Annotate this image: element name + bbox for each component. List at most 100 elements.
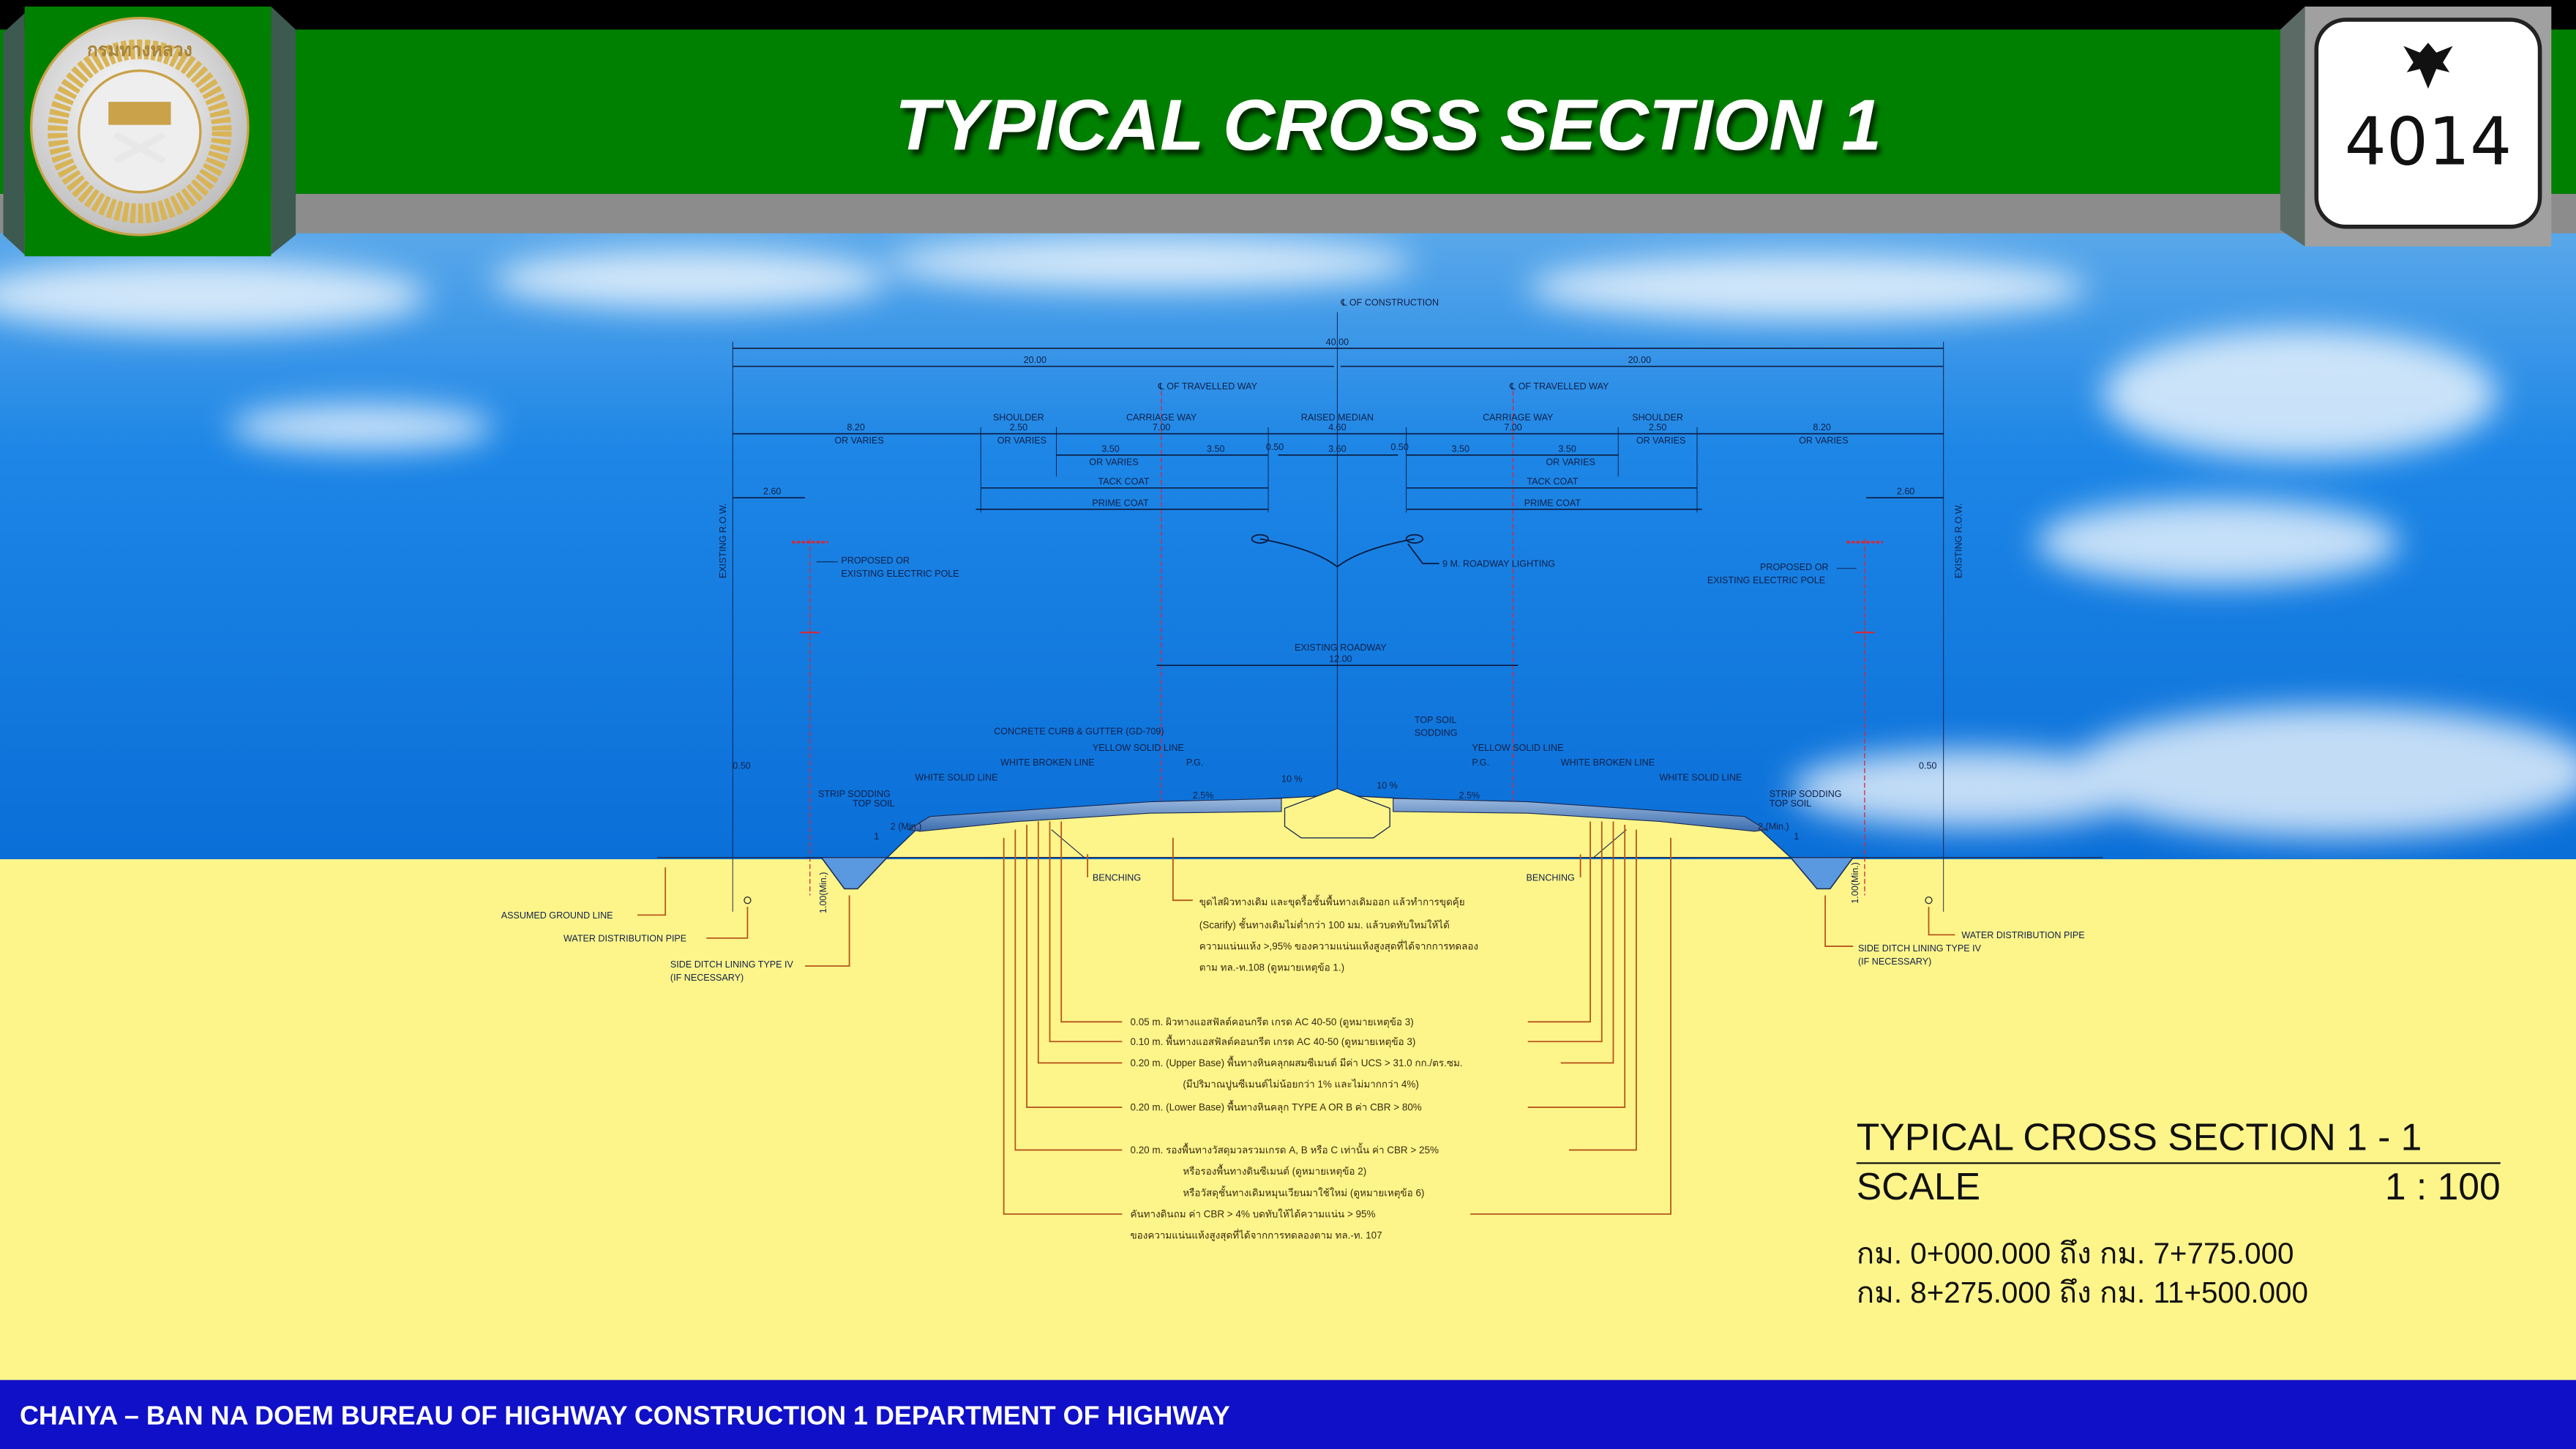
page-title: TYPICAL CROSS SECTION 1	[895, 84, 1882, 165]
dim-row-right: 2.60	[1897, 487, 1914, 497]
cross-section-drawing: ℄ OF CONSTRUCTION 40.00 20.00 20.00 EXIS…	[501, 298, 2103, 1215]
top-soil-label-median: TOP SOIL	[1415, 715, 1457, 725]
layer-note-5: 0.20 m. (Lower Base) พื้นทางหินคลุก TYPE…	[1130, 1100, 1421, 1114]
dim-shoulder-left: 2.50	[1010, 422, 1027, 433]
pavement-right	[1393, 798, 1767, 832]
dim-row-left: 2.60	[763, 487, 781, 497]
white-solid-label-left: WHITE SOLID LINE	[915, 772, 997, 782]
or-varies-5: OR VARIES	[1089, 457, 1138, 467]
label-shoulder-left: SHOULDER	[993, 413, 1044, 423]
electric-pole-label-right-1: PROPOSED OR	[1760, 562, 1829, 572]
km-range-1: กม. 0+000.000 ถึง กม. 7+775.000	[1857, 1236, 2294, 1270]
pavement-left	[907, 798, 1282, 832]
existing-roadway-label: EXISTING ROADWAY	[1295, 643, 1387, 653]
dim-lane-2: 3.50	[1207, 443, 1224, 454]
water-pipe-label-left: WATER DISTRIBUTION PIPE	[564, 933, 686, 943]
scarify-note-1: ขุดไสผิวทางเดิม และขุดรื้อชั้นพื้นทางเดิ…	[1199, 894, 1465, 908]
pg-label-left: P.G.	[1186, 757, 1204, 768]
curb-label: CONCRETE CURB & GUTTER (GD-709)	[994, 726, 1164, 736]
label-raised-median: RAISED MEDIAN	[1301, 413, 1374, 423]
dim-median-inner: 3.60	[1328, 443, 1346, 454]
yellow-line-label-left: YELLOW SOLID LINE	[1093, 743, 1184, 753]
label-shoulder-right: SHOULDER	[1632, 413, 1683, 423]
scarify-note-4: ตาม ทล.-ท.108 (ดูหมายเหตุข้อ 1.)	[1199, 962, 1344, 974]
layer-note-4: (มีปริมาณปูนซีเมนต์ไม่น้อยกว่า 1% และไม่…	[1183, 1079, 1419, 1090]
electric-pole-left	[792, 539, 828, 896]
electric-pole-label-left-1: PROPOSED OR	[841, 555, 910, 566]
or-varies-3: OR VARIES	[1636, 435, 1685, 446]
layer-note-6: 0.20 m. รองพื้นทางวัสดุมวลรวมเกรด A, B ห…	[1130, 1142, 1438, 1156]
logo-text: กรมทางหลวง	[87, 39, 192, 60]
dim-050-right: 0.50	[1919, 761, 1936, 771]
dim-verge-left: 8.20	[847, 422, 864, 433]
pg-label-right: P.G.	[1472, 757, 1489, 768]
layer-note-9: คันทางดินถม ค่า CBR > 4% บดทับให้ได้ความ…	[1130, 1208, 1375, 1219]
side-ditch-label-right-1: SIDE DITCH LINING TYPE IV	[1858, 943, 1982, 954]
side-ditch-label-left-1: SIDE DITCH LINING TYPE IV	[670, 959, 794, 970]
top-black-strip	[0, 0, 2576, 30]
dim-half-right: 20.00	[1628, 355, 1651, 365]
pavement-notes: ขุดไสผิวทางเดิม และขุดรื้อชั้นพื้นทางเดิ…	[1130, 894, 1478, 1242]
dim-half-left: 20.00	[1024, 355, 1046, 365]
electric-pole-label-left-2: EXISTING ELECTRIC POLE	[841, 569, 959, 579]
cl-travelled-right: ℄ OF TRAVELLED WAY	[1509, 381, 1609, 392]
slope-lane-left: 2.5%	[1193, 790, 1214, 801]
side-ditch-label-left-2: (IF NECESSARY)	[670, 973, 744, 983]
white-broken-label-left: WHITE BROKEN LINE	[1000, 757, 1094, 768]
white-broken-label-right: WHITE BROKEN LINE	[1561, 757, 1655, 768]
existing-row-left: EXISTING R.O.W.	[718, 503, 728, 579]
dim-shoulder-right: 2.50	[1649, 422, 1666, 433]
ditch-depth-left: 1.00(Min.)	[818, 872, 828, 914]
dim-verge-right: 8.20	[1813, 422, 1830, 433]
ditch-depth-right: 1.00(Min.)	[1850, 862, 1860, 904]
layer-note-7: หรือรองพื้นทางดินซีเมนต์ (ดูหมายเหตุข้อ …	[1183, 1164, 1366, 1177]
ground-background	[0, 859, 2576, 1382]
scarify-note-2: (Scarify) ชั้นทางเดิมไม่ต่ำกว่า 100 มม. …	[1199, 917, 1450, 930]
roadway-lighting-label: 9 M. ROADWAY LIGHTING	[1442, 558, 1555, 569]
cl-travelled-left: ℄ OF TRAVELLED WAY	[1158, 381, 1258, 392]
label-carriage-right: CARRIAGE WAY	[1483, 413, 1554, 423]
dim-050-left: 0.50	[733, 761, 750, 771]
roadway-lighting-pole	[1251, 533, 1439, 568]
layer-leaders	[637, 821, 1955, 1215]
clouds	[0, 236, 2576, 838]
scale-value: 1 : 100	[2385, 1165, 2501, 1208]
or-varies-2: OR VARIES	[997, 435, 1046, 446]
slope-lane-right: 2.5%	[1459, 790, 1480, 801]
slope-median-right: 10 %	[1377, 781, 1398, 791]
water-pipe-label-right: WATER DISTRIBUTION PIPE	[1961, 930, 2084, 940]
or-varies-6: OR VARIES	[1546, 457, 1595, 467]
layer-note-2: 0.10 m. พื้นทางแอสฟัลต์คอนกรีต เกรด AC 4…	[1130, 1034, 1415, 1048]
scale-label: SCALE	[1857, 1165, 1980, 1208]
assumed-ground-label: ASSUMED GROUND LINE	[501, 910, 613, 921]
benching-right: BENCHING	[1527, 872, 1575, 883]
garuda-icon	[2403, 42, 2453, 89]
top-soil-label-right: TOP SOIL	[1770, 798, 1812, 809]
slope-median-left: 10 %	[1281, 774, 1303, 785]
prime-coat-left: PRIME COAT	[1092, 498, 1149, 508]
dim-lane-3: 3.50	[1451, 443, 1469, 454]
dim-lane-4: 3.50	[1558, 443, 1576, 454]
side-slope-one-right: 1	[1794, 831, 1799, 842]
layer-note-8: หรือวัสดุชั้นทางเดิมหมุนเวียนมาใช้ใหม่ (…	[1183, 1185, 1424, 1199]
dim-gap-1: 0.50	[1266, 442, 1284, 452]
strip-sodding-label-left: STRIP SODDING	[818, 789, 891, 799]
prime-coat-right: PRIME COAT	[1524, 498, 1581, 508]
dim-median: 4.60	[1328, 422, 1346, 433]
strip-sodding-label-right: STRIP SODDING	[1770, 789, 1842, 799]
yellow-line-label-right: YELLOW SOLID LINE	[1472, 743, 1563, 753]
side-slope-left: 2 (Min.)	[891, 822, 922, 832]
existing-roadway-width: 12.00	[1329, 654, 1352, 664]
side-ditch-label-right-2: (IF NECESSARY)	[1858, 956, 1931, 967]
existing-row-right: EXISTING R.O.W.	[1953, 503, 1963, 579]
white-solid-label-right: WHITE SOLID LINE	[1659, 772, 1742, 782]
footer-band	[0, 1379, 2576, 1449]
electric-pole-label-right-2: EXISTING ELECTRIC POLE	[1707, 575, 1825, 585]
or-varies-4: OR VARIES	[1799, 435, 1848, 446]
layer-note-3: 0.20 m. (Upper Base) พื้นทางหินคลุกผสมซี…	[1130, 1055, 1462, 1069]
layer-note-1: 0.05 m. ผิวทางแอสฟัลต์คอนกรีต เกรด AC 40…	[1130, 1016, 1413, 1028]
footer-text: CHAIYA – BAN NA DOEM BUREAU OF HIGHWAY C…	[20, 1400, 1230, 1430]
side-slope-one-left: 1	[874, 831, 879, 842]
dim-carriage-right: 7.00	[1504, 422, 1521, 433]
